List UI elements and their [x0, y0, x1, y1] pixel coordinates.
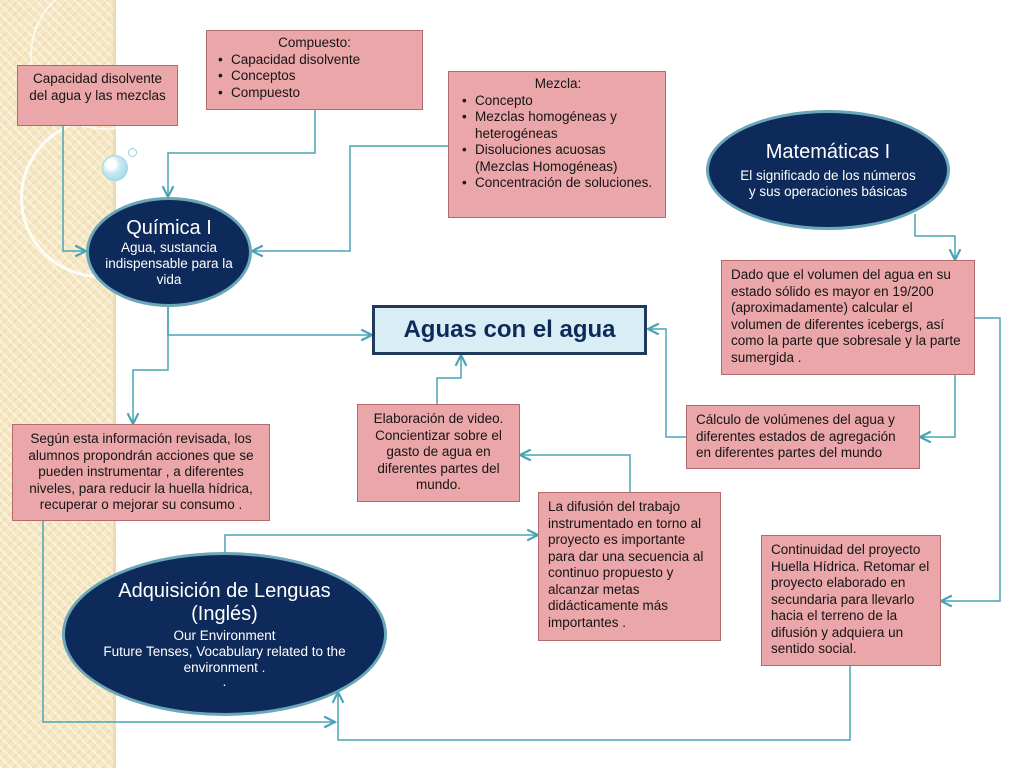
- mezcla-list: Concepto Mezclas homogéneas y heterogéne…: [457, 93, 659, 192]
- connector-compuesto-quimica: [168, 110, 316, 197]
- difusion-box: La difusión del trabajo instrumentado en…: [538, 492, 721, 641]
- quimica-title: Química I: [126, 216, 212, 239]
- difusion-text: La difusión del trabajo instrumentado en…: [548, 499, 704, 630]
- mezcla-box: Mezcla: Concepto Mezclas homogéneas y he…: [448, 71, 666, 218]
- continuidad-box: Continuidad del proyecto Huella Hídrica.…: [761, 535, 941, 666]
- connector-continuidad-lenguas: [338, 666, 851, 741]
- decorative-bubble: [128, 148, 137, 157]
- video-box: Elaboración de video. Concientizar sobre…: [357, 404, 520, 502]
- continuidad-text: Continuidad del proyecto Huella Hídrica.…: [771, 542, 930, 656]
- matematicas-ellipse: Matemáticas I El significado de los núme…: [706, 110, 950, 230]
- list-item: Disoluciones acuosas (Mezclas Homogéneas…: [457, 142, 659, 175]
- alumnos-box: Según esta información revisada, los alu…: [12, 424, 270, 521]
- connector-difusion-video: [520, 455, 631, 492]
- list-item: Capacidad disolvente: [213, 52, 416, 69]
- connector-quimica-center: [167, 307, 372, 335]
- decorative-bubble: [102, 155, 128, 181]
- lenguas-line2: Future Tenses, Vocabulary related to the…: [103, 644, 346, 675]
- list-item: Conceptos: [213, 68, 416, 85]
- list-item: Concepto: [457, 93, 659, 110]
- connector-mezcla-quimica: [252, 145, 448, 251]
- calculo-text: Cálculo de volúmenes del agua y diferent…: [696, 412, 896, 460]
- quimica-ellipse: Química I Agua, sustancia indispensable …: [86, 197, 252, 307]
- connector-video-center: [436, 355, 461, 404]
- volumen-box: Dado que el volumen del agua en su estad…: [721, 260, 975, 375]
- matematicas-body: El significado de los números y sus oper…: [740, 167, 916, 199]
- compuesto-title: Compuesto:: [278, 35, 351, 50]
- lenguas-dot: .: [222, 674, 227, 689]
- calculo-box: Cálculo de volúmenes del agua y diferent…: [686, 405, 920, 469]
- lenguas-title: Adquisición de Lenguas (Inglés): [118, 580, 331, 625]
- connector-volumen-continuidad: [941, 317, 1001, 601]
- central-title: Aguas con el agua: [372, 305, 647, 355]
- quimica-body: Agua, sustancia indispensable para la vi…: [105, 239, 233, 287]
- alumnos-text: Según esta información revisada, los alu…: [28, 431, 254, 512]
- lenguas-line1: Our Environment: [173, 628, 276, 643]
- matematicas-title: Matemáticas I: [765, 140, 891, 163]
- connector-volumen-calculo: [920, 375, 956, 437]
- list-item: Concentración de soluciones.: [457, 175, 659, 192]
- compuesto-list: Capacidad disolvente Conceptos Compuesto: [213, 52, 416, 102]
- connector-quimica-alumnos: [133, 307, 169, 424]
- capacidad-box: Capacidad disolvente del agua y las mezc…: [17, 65, 178, 126]
- decorative-strip-edge: [113, 0, 116, 768]
- connector-lenguas-difusion: [224, 535, 538, 552]
- connector-matematicas-volumen: [914, 214, 955, 260]
- volumen-text: Dado que el volumen del agua en su estad…: [731, 267, 961, 365]
- connector-capacidad-quimica: [62, 126, 86, 251]
- capacidad-text: Capacidad disolvente del agua y las mezc…: [29, 71, 166, 103]
- list-item: Compuesto: [213, 85, 416, 102]
- list-item: Mezclas homogéneas y heterogéneas: [457, 109, 659, 142]
- video-text: Elaboración de video. Concientizar sobre…: [373, 411, 504, 492]
- compuesto-box: Compuesto: Capacidad disolvente Concepto…: [206, 30, 423, 110]
- connector-alumnos-lenguas: [42, 521, 335, 722]
- mezcla-title: Mezcla:: [534, 76, 582, 91]
- lenguas-ellipse: Adquisición de Lenguas (Inglés) Our Envi…: [62, 552, 387, 716]
- connector-calculo-center: [648, 329, 686, 438]
